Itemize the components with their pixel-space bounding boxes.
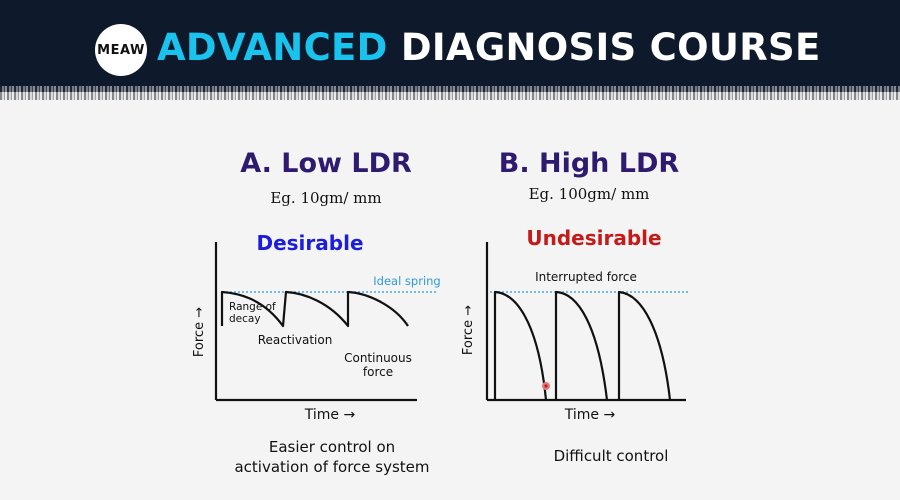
banner-fringe [0,86,900,100]
page-title: ADVANCED DIAGNOSIS COURSE [157,22,821,74]
meaw-logo: MEAW [95,24,147,76]
panel-a-force-curve [220,290,409,328]
panel-b-y-axis-label: Force → [461,305,476,355]
panel-a-continuous-label-1: Continuous [344,351,412,365]
cursor-marker-dot [544,384,548,388]
panel-a-reactivation-label: Reactivation [258,333,333,347]
panel-b-x-axis-label: Time → [564,407,616,423]
panel-b-interrupted-label: Interrupted force [535,270,637,284]
panel-b-caption: Difficult control [554,447,669,465]
content-area [0,100,900,500]
panel-b-verdict: Undesirable [526,226,661,250]
panel-a-range-label-2: decay [229,313,261,325]
panel-b-force-curve [493,290,672,401]
panel-a-heading: A. Low LDR [240,148,412,179]
panel-b-heading: B. High LDR [499,148,680,179]
title-rest: DIAGNOSIS COURSE [400,26,821,69]
panel-a-verdict: Desirable [256,231,363,255]
panel-a-caption-1: Easier control on [269,438,395,456]
panel-a-caption-2: activation of force system [234,458,429,476]
title-accent: ADVANCED [157,26,388,69]
panel-a-range-label-1: Range of [229,301,276,313]
panel-a-continuous-label-2: force [363,365,393,379]
panel-b-example: Eg. 100gm/ mm [529,185,650,203]
panel-a-example: Eg. 10gm/ mm [270,189,381,207]
logo-text: MEAW [97,42,145,58]
header-banner [0,0,900,92]
panel-a-ideal-label: Ideal spring [373,274,440,288]
panel-a-x-axis-label: Time → [304,407,356,423]
panel-a-y-axis-label: Force → [192,307,207,357]
